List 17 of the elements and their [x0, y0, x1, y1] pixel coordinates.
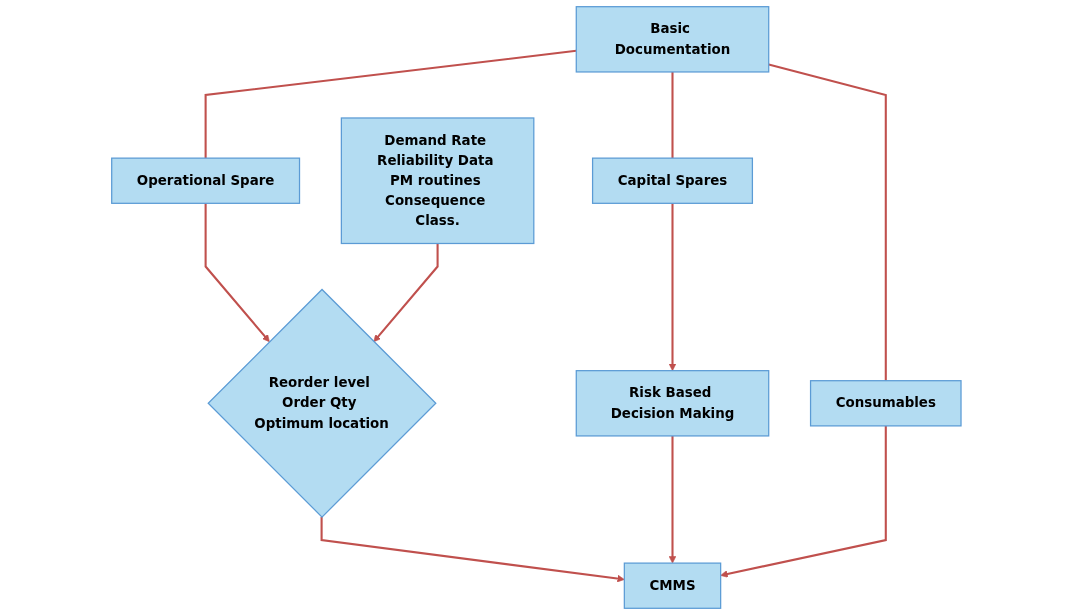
arrow — [668, 203, 677, 371]
node-box: Operational Spare — [111, 157, 301, 204]
node-diamond: Reorder level Order Qty Optimum location — [207, 288, 437, 518]
connector — [671, 71, 674, 159]
arrow — [373, 243, 439, 343]
node-box: Capital Spares — [592, 157, 754, 204]
node-box: Risk Based Decision Making — [575, 370, 770, 437]
node-box: CMMS — [623, 562, 722, 609]
arrow — [320, 517, 625, 583]
arrow — [668, 435, 677, 564]
node-box: Basic Documentation — [575, 6, 770, 73]
connector — [768, 63, 887, 381]
arrow — [204, 203, 270, 343]
connector — [204, 49, 577, 159]
node-box: Consumables — [810, 380, 962, 427]
node-box: Demand Rate Reliability Data PM routines Consequence Class. — [340, 117, 535, 245]
arrow — [720, 425, 887, 578]
